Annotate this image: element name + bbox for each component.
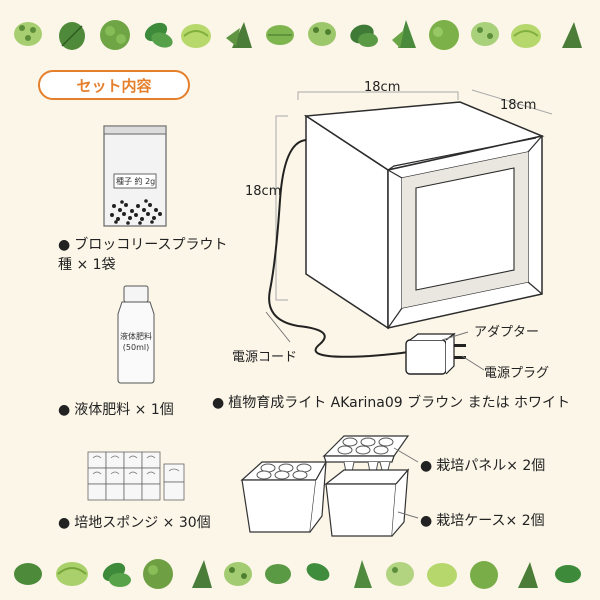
moss-icon [100, 20, 130, 50]
herb-icon [518, 562, 538, 588]
vegetable-border-bottom-icons [14, 559, 581, 589]
herb-icon [392, 20, 416, 48]
sprout-seed-label: ●ブロッコリースプラウト 種 × 1袋 [58, 235, 228, 275]
case-label-text: 栽培ケース× 2個 [436, 513, 545, 529]
moss-icon [143, 559, 173, 589]
leaf-icon [14, 563, 42, 585]
dimension-width: 18cm [364, 80, 401, 95]
bullet: ● [420, 513, 433, 529]
sprout-icon [471, 22, 499, 46]
leaf-icon [265, 564, 291, 584]
herb-icon [59, 22, 85, 50]
basil-icon [102, 562, 131, 587]
plug-callout: 電源プラグ [484, 366, 550, 381]
sponge-label-text: 培地スポンジ × 30個 [74, 515, 211, 531]
top-vegetable-border [0, 8, 600, 58]
bullet: ● [58, 402, 71, 418]
moss-icon [429, 20, 459, 50]
sprout-icon [308, 22, 336, 46]
bullet: ● [420, 458, 433, 474]
seed-packet-label: 種子 約 2g [116, 176, 155, 186]
leaf-icon [350, 24, 378, 47]
cultivation-set-illustration [240, 435, 419, 537]
lettuce-icon [56, 562, 88, 586]
cultivation-case-right-icon [324, 468, 410, 537]
lettuce-icon [427, 563, 457, 587]
bottom-vegetable-border [0, 548, 600, 598]
bottle-label-line1: 液体肥料 [120, 331, 152, 341]
seed-packet-illustration: 種子 約 2g [103, 125, 167, 227]
lettuce-icon [181, 24, 211, 48]
sprout-icon [224, 562, 252, 586]
panel-label-text: 栽培パネル× 2個 [436, 458, 546, 474]
basil-icon [306, 563, 330, 581]
bullet: ● [212, 395, 225, 411]
bullet: ● [58, 515, 71, 531]
herb-icon [562, 22, 582, 48]
dimension-height: 18cm [245, 184, 282, 199]
grow-light-label: ●植物育成ライト AKarina09 ブラウン または ホワイト [212, 393, 570, 413]
sprout-icon [386, 562, 414, 586]
vegetable-border-top-icons [14, 20, 582, 50]
fertilizer-label-text: 液体肥料 × 1個 [74, 402, 174, 418]
herb-icon [192, 560, 212, 588]
sprout-seed-label-line2: 種 × 1袋 [58, 257, 116, 273]
basil-icon [555, 565, 581, 583]
bullet: ● [58, 237, 71, 253]
herb-icon [354, 560, 372, 588]
cord-callout: 電源コード [232, 350, 298, 365]
herb-icon [226, 22, 252, 48]
fertilizer-bottle-illustration: 液体肥料 (50ml) [117, 285, 155, 384]
fertilizer-label: ●液体肥料 × 1個 [58, 400, 174, 420]
adapter-callout: アダプター [474, 325, 540, 340]
sprout-seed-label-line1: ブロッコリースプラウト [74, 237, 228, 253]
lettuce-icon [511, 24, 541, 48]
sponge-illustration [87, 451, 185, 501]
sponge-label: ●培地スポンジ × 30個 [58, 513, 211, 533]
power-adapter-icon [405, 332, 466, 375]
sprout-icon [14, 22, 42, 46]
dimension-depth: 18cm [500, 98, 537, 113]
section-title-badge: セット内容 [38, 70, 190, 100]
case-label: ●栽培ケース× 2個 [420, 511, 545, 531]
bottle-label-line2: (50ml) [123, 343, 149, 352]
grow-light-label-text: 植物育成ライト AKarina09 ブラウン または ホワイト [228, 395, 571, 411]
leaf-icon [266, 25, 294, 45]
grow-light-illustration [265, 89, 553, 375]
cultivation-case-left-icon [240, 461, 328, 533]
basil-icon [144, 22, 173, 48]
panel-label: ●栽培パネル× 2個 [420, 456, 545, 476]
moss-icon [470, 561, 498, 589]
cultivation-panel-icon [322, 435, 410, 473]
